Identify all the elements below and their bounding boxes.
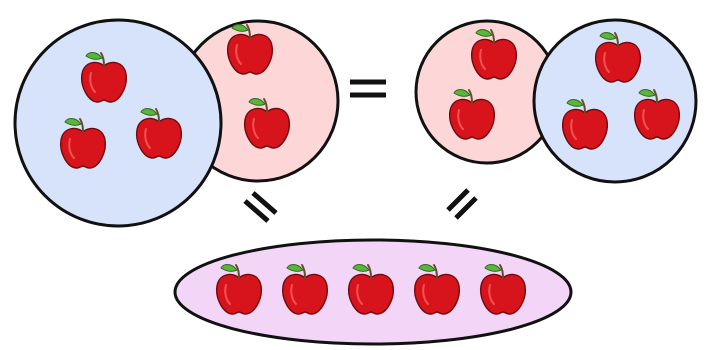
combined-group (175, 240, 571, 344)
equals-sign-icon (350, 82, 386, 95)
left-pair (15, 20, 338, 226)
left-diagonal-equals-icon (245, 193, 276, 221)
left-blue-group (15, 20, 221, 226)
right-diagonal-equals-icon (448, 190, 476, 218)
right-pair (416, 20, 696, 182)
